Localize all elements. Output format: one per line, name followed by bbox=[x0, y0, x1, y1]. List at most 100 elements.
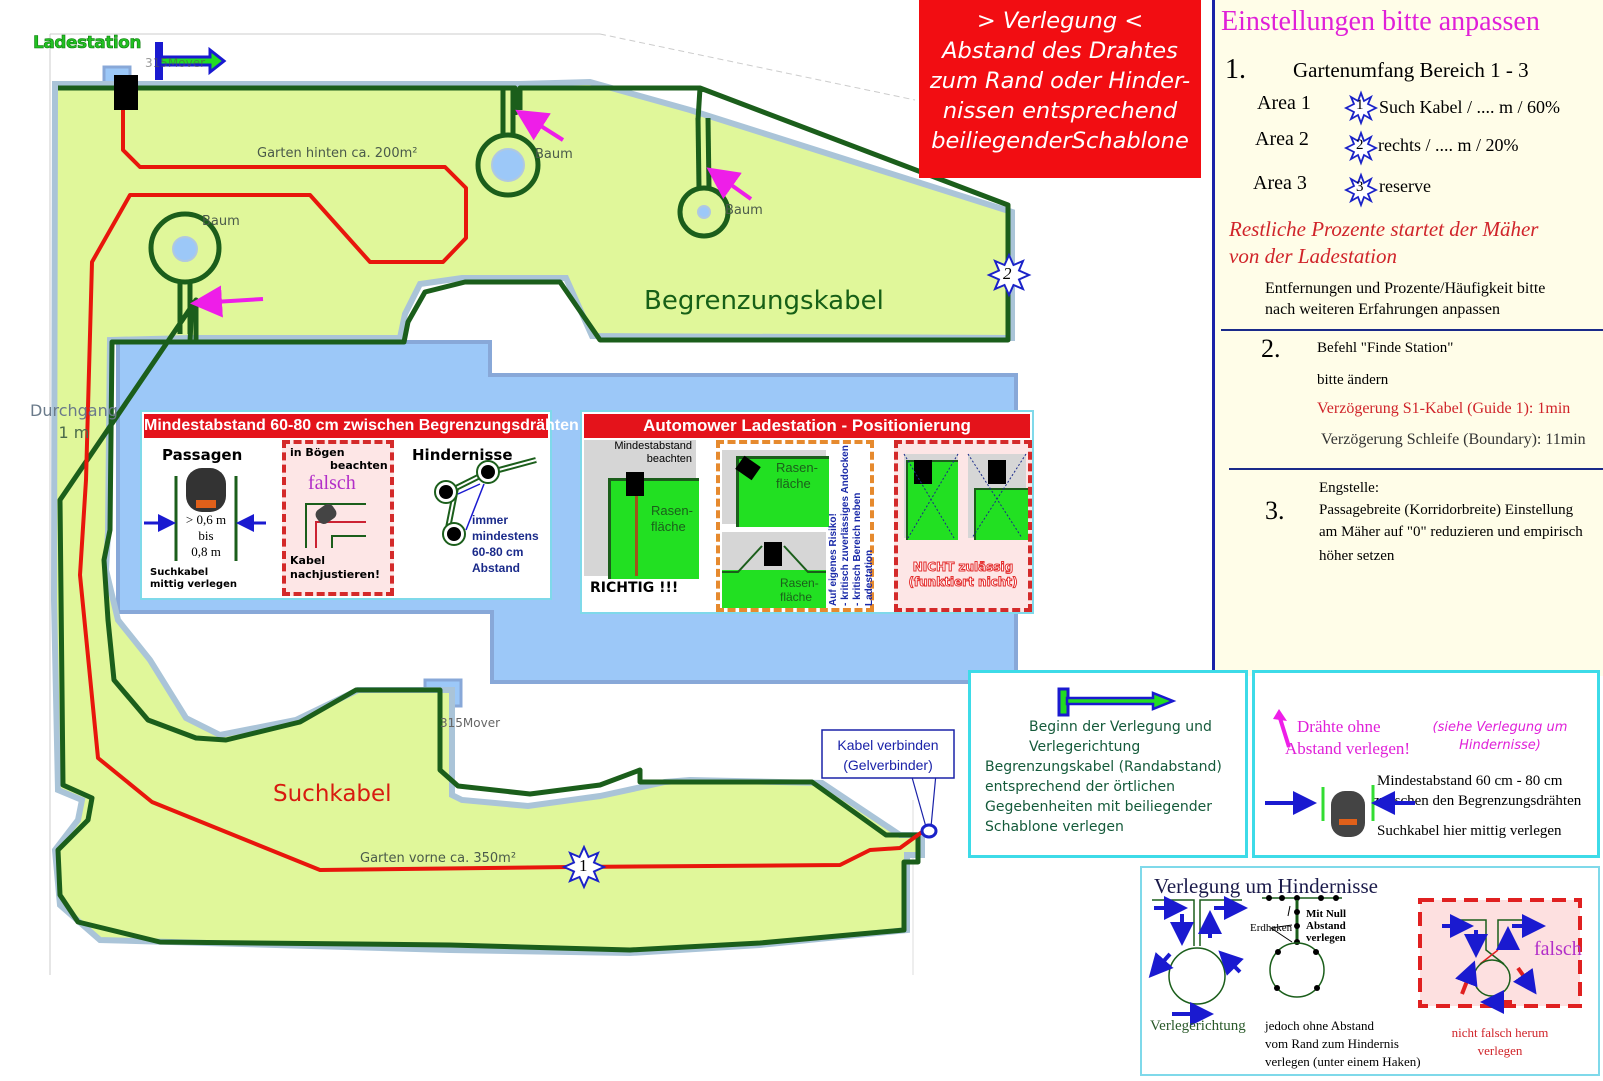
zero-distance-2: Abstand bbox=[1306, 920, 1346, 932]
mower-passage-icon bbox=[1265, 785, 1415, 837]
min-distance-title: Mindestabstand 60-80 cm zwischen Begrenz… bbox=[144, 414, 579, 438]
risk-note: Auf eigenes Risiko! - kritisch zuverläss… bbox=[828, 436, 876, 606]
risky-lawn-label-1: Rasen- bbox=[776, 460, 818, 475]
magenta-arrow-1 bbox=[190, 285, 264, 318]
guide-wire-label: Suchkabel bbox=[273, 781, 392, 807]
legend-start-line3: Begrenzungskabel (Randabstand) bbox=[985, 759, 1222, 775]
wrong-loop-box bbox=[1418, 898, 1582, 1008]
laying-note-line3: zum Rand oder Hinder- bbox=[929, 68, 1191, 94]
connector-callout bbox=[821, 729, 955, 839]
wrong-label: NICHT zulässig (funktiert nicht) bbox=[898, 560, 1028, 590]
settings-title: Einstellungen bitte anpassen bbox=[1221, 6, 1540, 37]
legend-start-line2: Verlegerichtung bbox=[1029, 739, 1141, 755]
risky-box: Rasen- fläche Rasen- fläche Auf eigenes … bbox=[716, 440, 875, 612]
boegen-note-2: nachjustieren! bbox=[290, 568, 380, 581]
obstacle-note-3: verlegen (unter einem Haken) bbox=[1265, 1054, 1421, 1069]
correct-loop-diagram bbox=[1148, 896, 1248, 1026]
correct-note-1: Mindestabstand bbox=[614, 440, 692, 452]
boegen-title-2: beachten bbox=[330, 459, 388, 472]
passagen-title: Passagen bbox=[162, 446, 243, 464]
area-1-text: Such Kabel / .... m / 60% bbox=[1379, 97, 1560, 117]
area-1-star-icon bbox=[1343, 90, 1379, 126]
correct-station-icon bbox=[626, 472, 644, 496]
section2-line4: Verzögerung Schleife (Boundary): 11min bbox=[1321, 431, 1586, 448]
section2-line3: Verzögerung S1-Kabel (Guide 1): 1min bbox=[1317, 400, 1571, 417]
wrong-note: nicht falsch herum verlegen bbox=[1418, 1024, 1582, 1060]
risky-lawn-label: Rasen- fläche bbox=[776, 460, 818, 492]
hindernisse-note-1: immer bbox=[472, 513, 509, 527]
direction-label: Verlegerichtung bbox=[1150, 1018, 1246, 1034]
charging-station-icon bbox=[114, 75, 138, 110]
correct-label: RICHTIG !!! bbox=[590, 580, 679, 596]
boegen-title-1: in Bögen bbox=[290, 446, 345, 459]
magenta-note-1: Drähte ohne bbox=[1297, 717, 1381, 736]
laying-note-line2: Abstand des Drahtes bbox=[942, 38, 1178, 64]
correct-diagram: Mindestabstand beachten Rasen- fläche bbox=[584, 440, 699, 579]
laying-note-line1: > Verlegung < bbox=[976, 8, 1144, 34]
adjust-note-2: nach weiteren Erfahrungen anpassen bbox=[1265, 301, 1500, 318]
section1-number: 1. bbox=[1225, 54, 1246, 85]
risk-note-2: - kritisch zuverlässiges Andocken bbox=[840, 445, 851, 606]
divider-1 bbox=[1221, 329, 1603, 331]
remaining-note-1: Restliche Prozente startet der Mäher bbox=[1229, 217, 1539, 241]
risky-lawn-label-b1: Rasen- bbox=[780, 576, 819, 590]
passage-label: Durchgang 1 m bbox=[30, 400, 118, 444]
correct-note-2: beachten bbox=[646, 453, 692, 465]
passagen-distance: > 0,6 m bis 0,8 m bbox=[176, 512, 236, 560]
connector-label-line1: Kabel verbinden bbox=[837, 737, 939, 753]
boegen-note-1: Kabel bbox=[290, 554, 326, 567]
passagen-note: Suchkabel mittig verlegen bbox=[150, 567, 237, 591]
passage-label-line1: Durchgang bbox=[30, 401, 118, 420]
passagen-note-1: Suchkabel bbox=[150, 567, 209, 578]
wrong-label-1: NICHT zulässig bbox=[912, 560, 1014, 575]
passagen-dist-1: > 0,6 m bbox=[185, 512, 227, 527]
station-positioning-panel: Automower Ladestation - Positionierung M… bbox=[580, 410, 1034, 614]
risky-lawn-label-b: Rasen- fläche bbox=[780, 576, 819, 604]
passagen-dist-2: bis bbox=[198, 528, 214, 543]
see-note: (siehe Verlegung um Hindernisse) bbox=[1425, 719, 1575, 755]
obstacle-panel-title: Verlegung um Hindernisse bbox=[1154, 874, 1378, 898]
hindernisse-note-3: 60-80 cm bbox=[472, 545, 524, 559]
risk-note-3: - kritisch Bereich neben Ladestation bbox=[852, 492, 875, 606]
wrong-loop-diagram bbox=[1442, 914, 1546, 1014]
legend-start-line5: Gegebenheiten mit beiliegender bbox=[985, 799, 1213, 815]
hindernisse-note-2: mindestens bbox=[472, 529, 539, 543]
obstacle-diagrams bbox=[1148, 895, 1582, 1026]
section2-line1: Befehl "Finde Station" bbox=[1317, 340, 1454, 356]
zero-distance-label: Mit Null Abstand verlegen bbox=[1306, 908, 1346, 944]
section3-line2: Passagebreite (Korridorbreite) Einstellu… bbox=[1319, 502, 1574, 518]
section2-number: 2. bbox=[1261, 334, 1281, 363]
passagen-diagram bbox=[144, 468, 266, 561]
magenta-arrow-2 bbox=[515, 109, 565, 142]
lawn-area bbox=[50, 78, 1015, 957]
magenta-arrow-icon bbox=[1273, 709, 1291, 748]
tree-loop-1 bbox=[148, 211, 222, 334]
area-3-star-number: 3 bbox=[1356, 179, 1364, 195]
area-1-star-number: 1 bbox=[1356, 97, 1364, 113]
guide-wire bbox=[78, 95, 924, 872]
tree-label-2: Baum bbox=[535, 147, 573, 162]
star-1-icon bbox=[561, 844, 607, 890]
map-frame-dashed bbox=[599, 33, 916, 101]
area-3-label: Area 3 bbox=[1253, 172, 1307, 194]
passagen-note-2: mittig verlegen bbox=[150, 579, 237, 590]
correct-lawn-label-2: fläche bbox=[651, 519, 686, 534]
section1-heading: Gartenumfang Bereich 1 - 3 bbox=[1293, 58, 1529, 82]
wrong-box: NICHT zulässig (funktiert nicht) bbox=[894, 440, 1032, 612]
see-note-1: (siehe Verlegung um bbox=[1432, 720, 1568, 735]
magenta-arrow-3 bbox=[706, 167, 753, 201]
laying-note-line4: nissen entsprechend bbox=[942, 98, 1178, 124]
settings-panel: Einstellungen bitte anpassen 1. Gartenum… bbox=[1212, 0, 1603, 676]
obstacle-note-1: jedoch ohne Abstand bbox=[1265, 1018, 1375, 1033]
risky-lawn-label-2: fläche bbox=[776, 476, 811, 491]
section3-line4: höher setzen bbox=[1319, 548, 1395, 564]
area-2-text: rechts / .... m / 20% bbox=[1378, 135, 1519, 155]
hindernisse-note-4: Abstand bbox=[472, 561, 520, 575]
boegen-note: Kabel nachjustieren! bbox=[290, 554, 380, 582]
obstacle-note-2: vom Rand zum Hindernis bbox=[1265, 1036, 1399, 1051]
station-panel-title: Automower Ladestation - Positionierung bbox=[584, 414, 1030, 438]
min-distance-panel: Mindestabstand 60-80 cm zwischen Begrenz… bbox=[140, 410, 579, 600]
tree-label-1: Baum bbox=[202, 214, 240, 229]
star-2-number: 2 bbox=[1003, 264, 1012, 283]
section3-line1: Engstelle: bbox=[1319, 480, 1379, 496]
